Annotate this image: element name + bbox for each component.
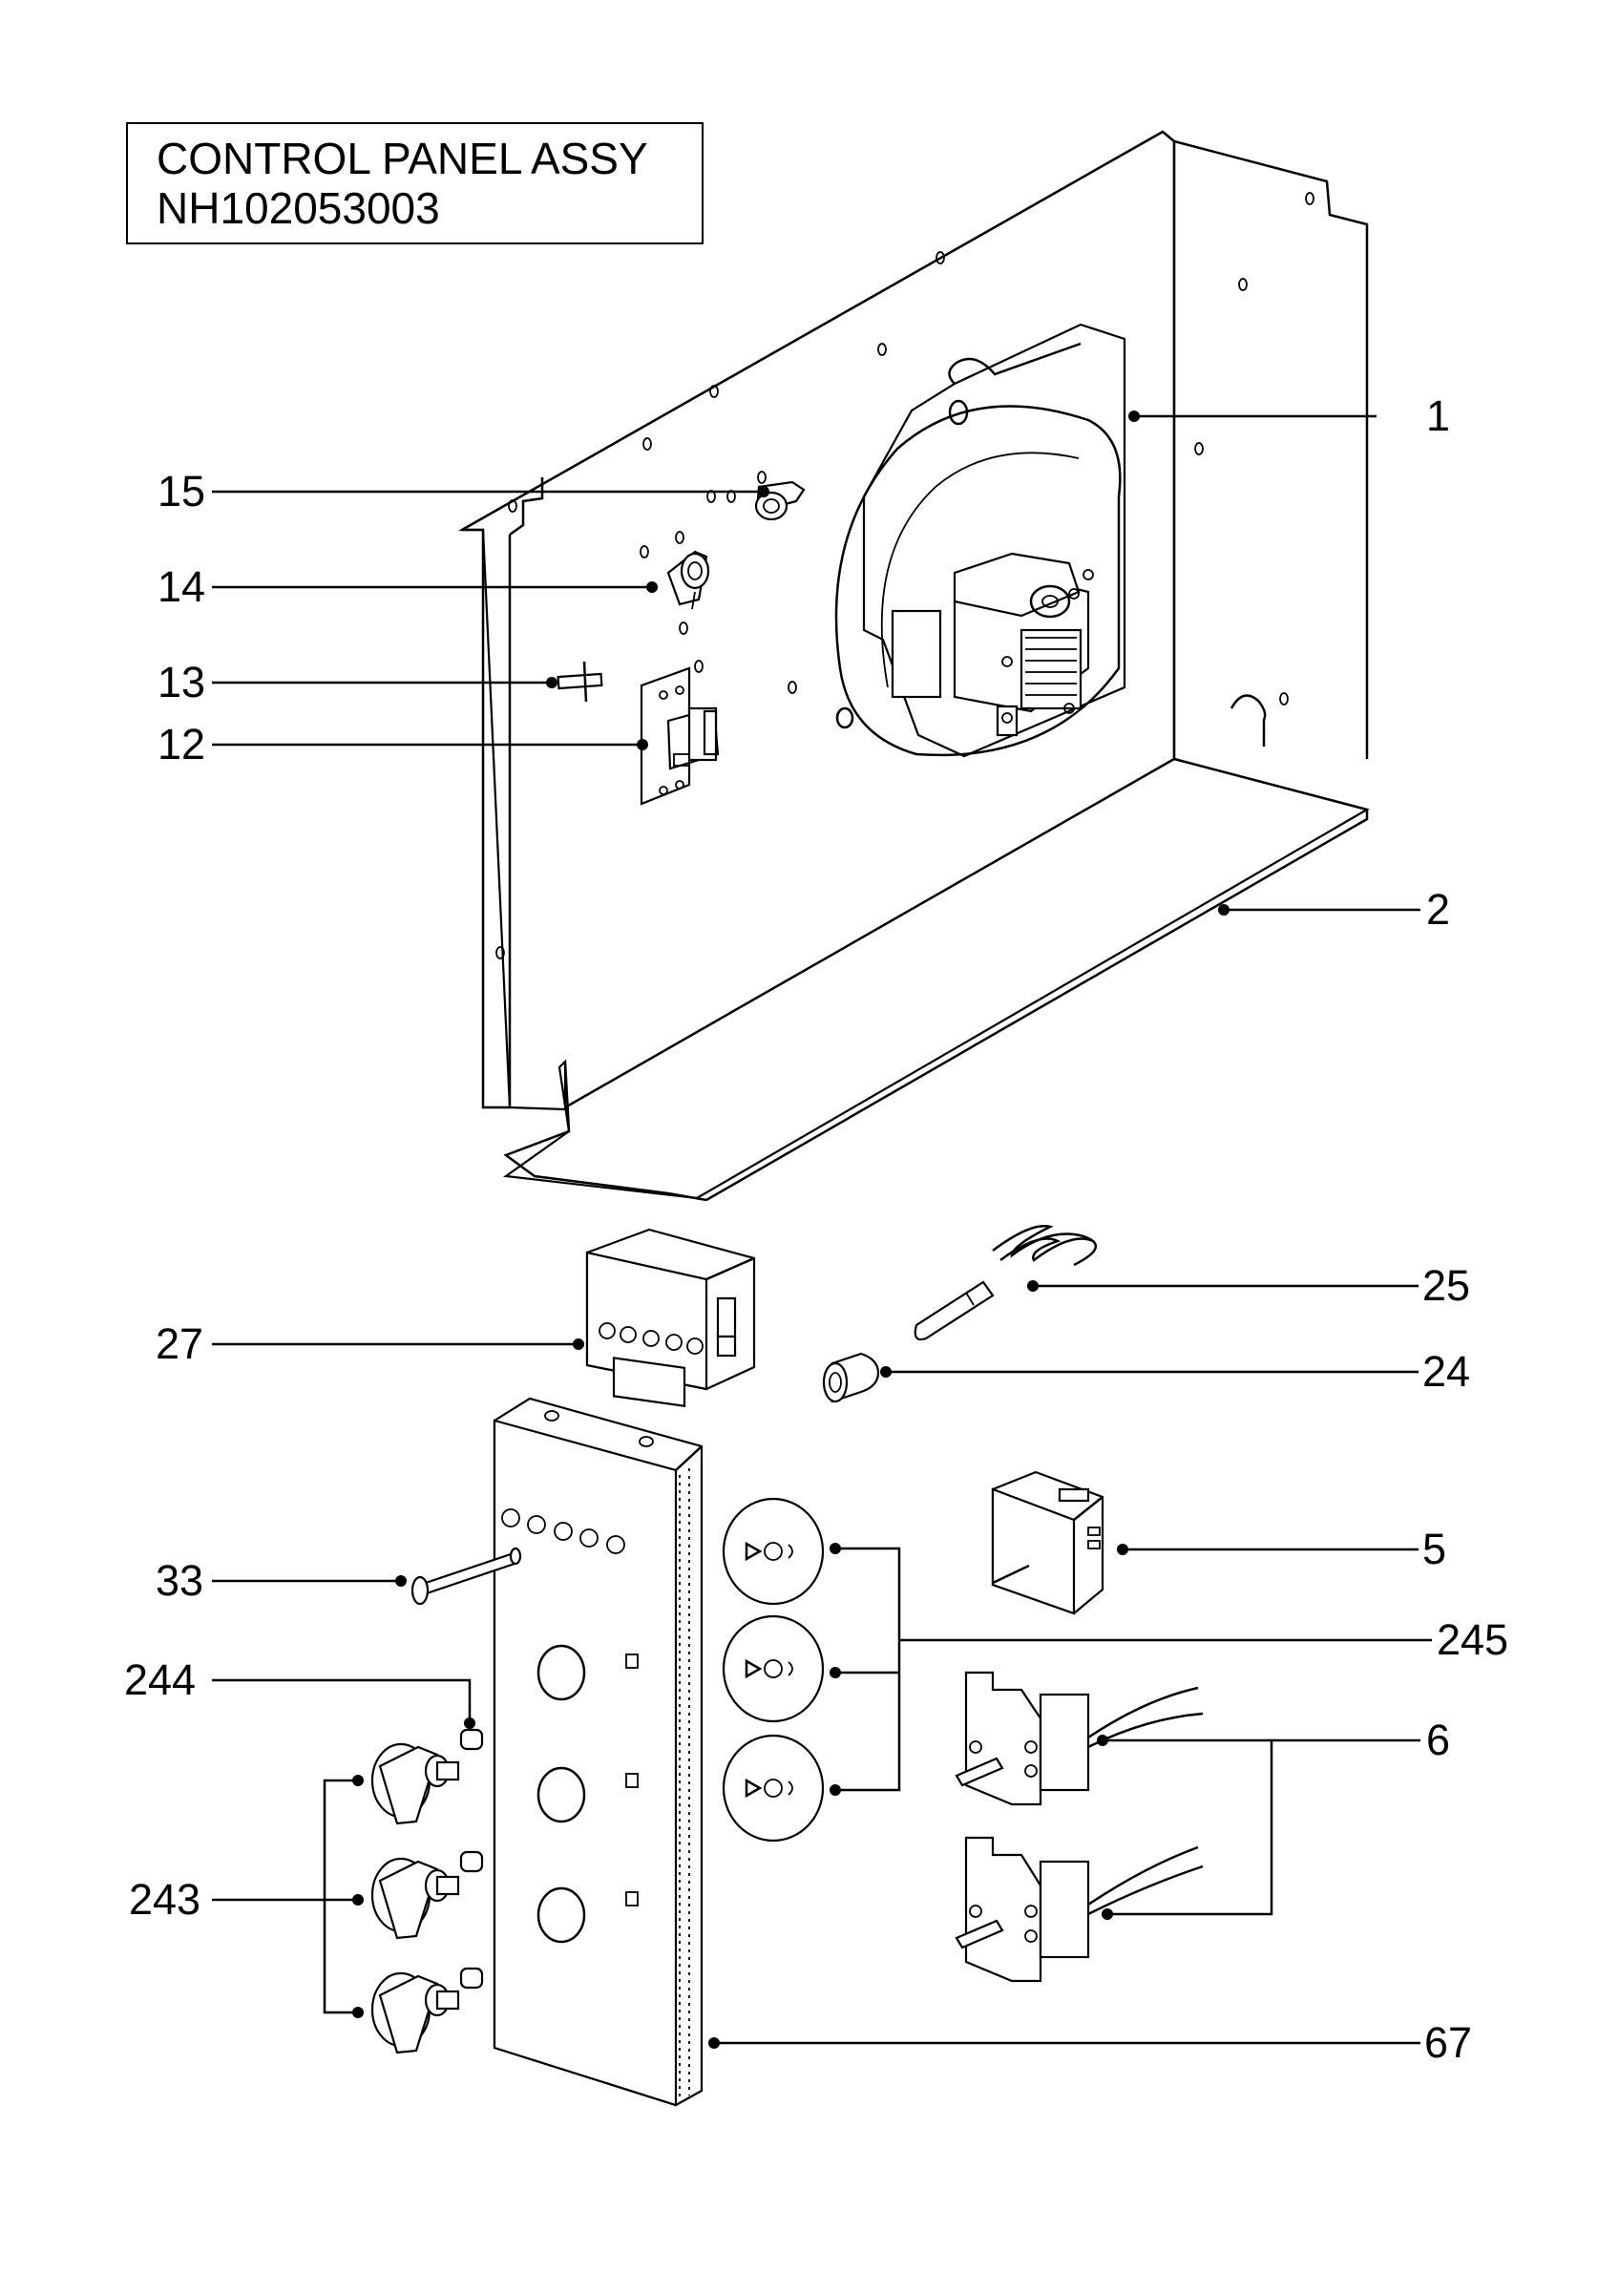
selector-switch-lower xyxy=(955,1836,1204,1983)
motor-coil xyxy=(1020,628,1083,710)
temperature-sensor-25 xyxy=(914,1225,1097,1341)
energy-regulator-5 xyxy=(991,1470,1104,1615)
lamp-holder-24 xyxy=(822,1352,880,1403)
callout-1: 1 xyxy=(1426,391,1450,440)
dial-rings-245 xyxy=(722,1497,825,1843)
callout-243: 243 xyxy=(129,1875,200,1924)
screw-33 xyxy=(410,1547,522,1606)
dial-ring-middle xyxy=(722,1614,825,1723)
callout-15: 15 xyxy=(158,467,205,516)
callout-27: 27 xyxy=(156,1319,203,1368)
title-box: CONTROL PANEL ASSY NH102053003 xyxy=(126,122,704,244)
knob-top xyxy=(370,1742,460,1825)
callout-5: 5 xyxy=(1422,1525,1446,1573)
thermostat-15 xyxy=(754,480,806,521)
front-control-panel-67 xyxy=(493,1397,704,2107)
knob-bottom xyxy=(370,1971,460,2054)
electronic-timer-27 xyxy=(585,1228,756,1408)
knob-middle xyxy=(370,1857,460,1940)
thermostat-14 xyxy=(666,550,710,610)
spacers-244 xyxy=(459,1728,484,1990)
dial-ring-top xyxy=(722,1497,825,1606)
selector-switch-upper xyxy=(955,1671,1204,1806)
probe-13 xyxy=(557,661,603,703)
callout-245: 245 xyxy=(1437,1615,1508,1664)
callout-labels: 1 2 5 6 12 13 14 15 24 25 27 33 67 243 2… xyxy=(124,391,1508,2067)
fan-motor-assembly xyxy=(834,323,1126,758)
callout-25: 25 xyxy=(1422,1261,1470,1310)
assembly-name: CONTROL PANEL ASSY xyxy=(157,134,648,183)
callout-13: 13 xyxy=(158,658,205,706)
callout-67: 67 xyxy=(1424,2018,1472,2067)
callout-24: 24 xyxy=(1422,1347,1470,1396)
callout-2: 2 xyxy=(1426,885,1450,934)
callout-244: 244 xyxy=(124,1655,196,1704)
callout-12: 12 xyxy=(158,720,205,769)
leader-lines xyxy=(212,411,1432,2049)
dial-ring-bottom xyxy=(722,1734,825,1843)
callout-6: 6 xyxy=(1426,1716,1450,1764)
door-switch-bracket-12 xyxy=(640,666,720,806)
callout-33: 33 xyxy=(156,1556,203,1605)
callout-14: 14 xyxy=(158,562,205,611)
part-number: NH102053003 xyxy=(157,183,440,233)
knobs-243 xyxy=(370,1742,460,2054)
